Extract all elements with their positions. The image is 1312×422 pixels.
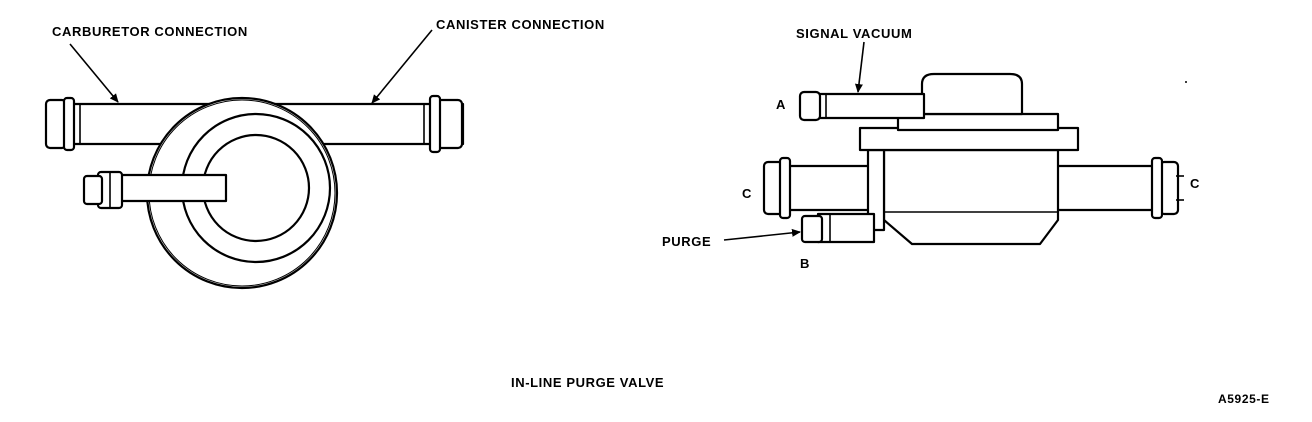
valve-housing bbox=[858, 72, 1080, 246]
canister-connection-label: CANISTER CONNECTION bbox=[436, 17, 605, 32]
carburetor-leader-arrow bbox=[69, 43, 119, 103]
purge-port-b bbox=[800, 212, 876, 244]
port-b-label: B bbox=[800, 256, 810, 271]
side-view-drawing: SIGNAL VACUUM A C C PURGE B bbox=[662, 26, 1200, 271]
carburetor-connection-label: CARBURETOR CONNECTION bbox=[52, 24, 248, 39]
figure-caption: IN-LINE PURGE VALVE bbox=[511, 375, 664, 390]
round-valve-body bbox=[145, 96, 339, 290]
purge-label: PURGE bbox=[662, 234, 711, 249]
signal-vacuum-label: SIGNAL VACUUM bbox=[796, 26, 912, 41]
signal-vacuum-leader-arrow bbox=[854, 41, 865, 93]
port-c-right-label: C bbox=[1190, 176, 1200, 191]
top-view-drawing: CARBURETOR CONNECTION CANISTER CONNECTIO… bbox=[44, 17, 605, 290]
figure-id: A5925-E bbox=[1218, 392, 1270, 406]
purge-leader-arrow bbox=[723, 228, 801, 241]
port-a-label: A bbox=[776, 97, 786, 112]
port-c-left-label: C bbox=[742, 186, 752, 201]
purge-stub-top-view bbox=[82, 170, 228, 210]
signal-vacuum-port-a bbox=[798, 90, 926, 122]
scan-speck bbox=[1185, 81, 1187, 83]
canister-leader-arrow bbox=[371, 29, 433, 104]
